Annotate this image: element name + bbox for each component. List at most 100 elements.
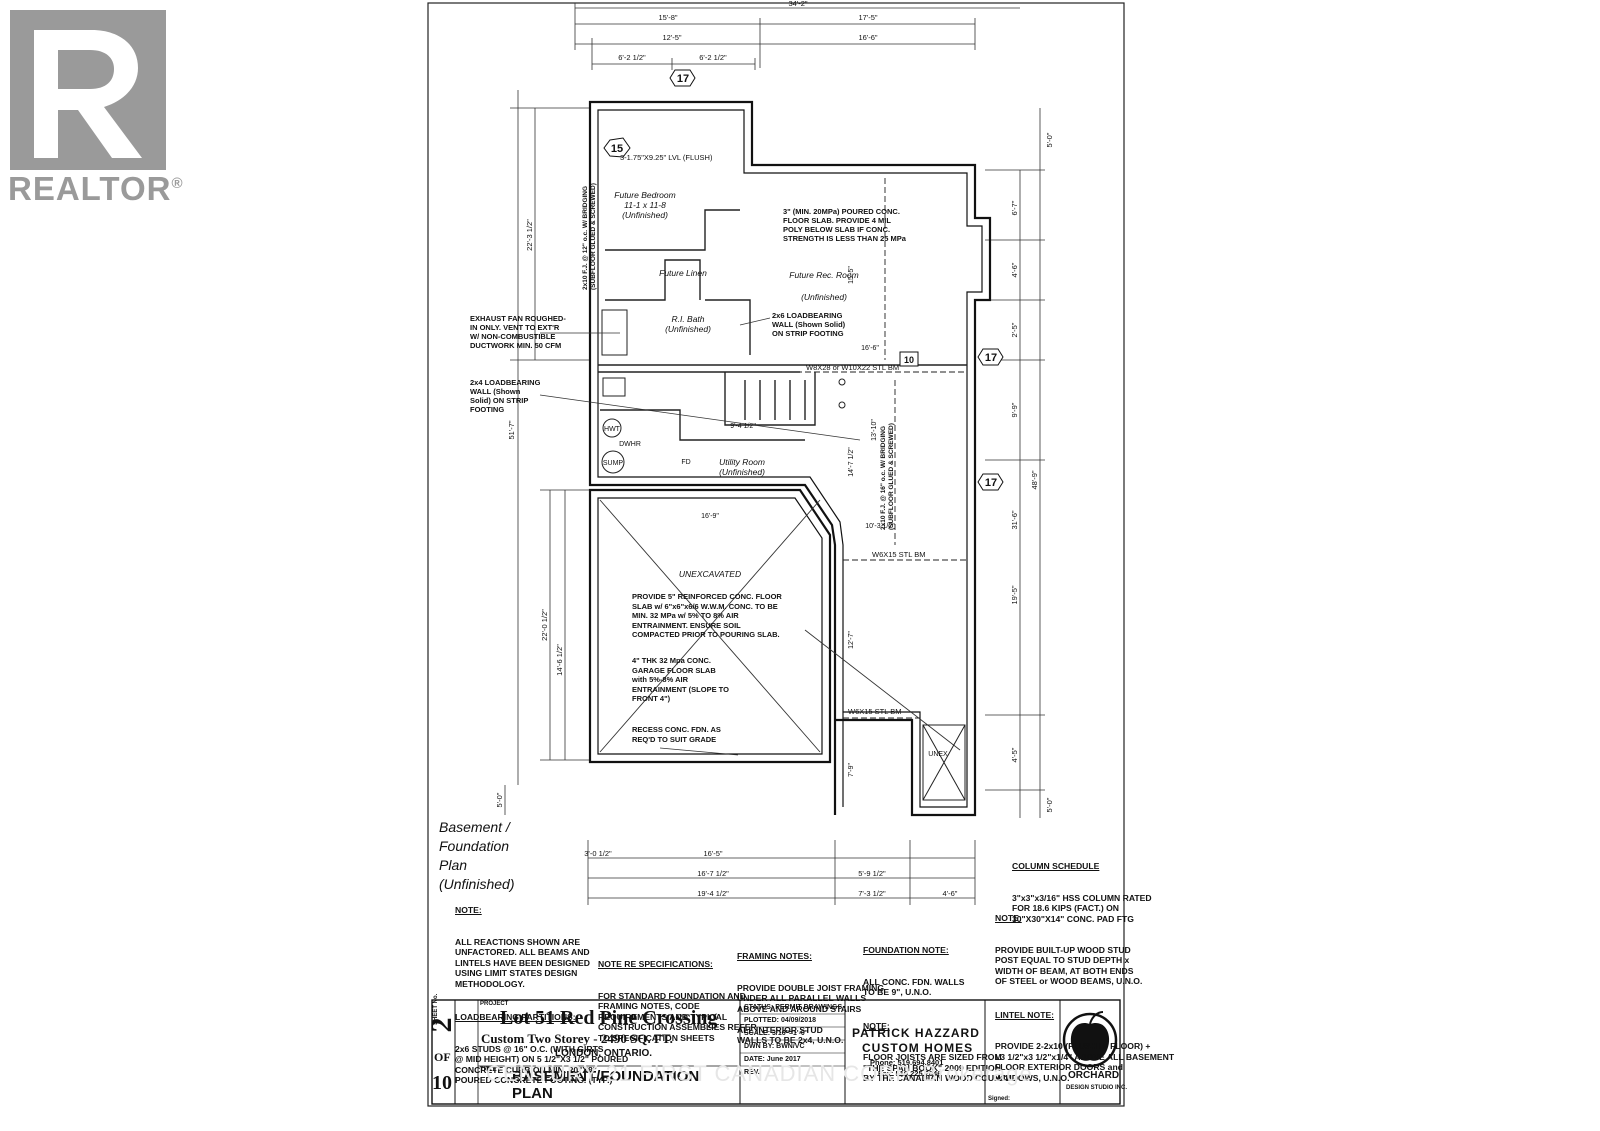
callout-garage-slab: PROVIDE 5" REINFORCED CONC. FLOOR SLAB w…: [632, 592, 782, 639]
tb-drawn: DWN BY: BWN/VC: [744, 1043, 805, 1050]
dim-inner-6: 13'-10": [871, 419, 878, 441]
label-dwhr: DWHR: [619, 441, 641, 448]
dim-bottom-3: 16'-7 1/2": [697, 869, 729, 878]
dim-left-2: 51'-7": [507, 420, 516, 439]
dim-right-8: 19'-5": [1010, 585, 1019, 604]
realtor-wordmark: REALTOR®: [8, 170, 184, 207]
dim-bottom-5: 19'-4 1/2": [697, 889, 729, 898]
section-tags: [603, 69, 1004, 491]
plan-label: Basement / Foundation Plan (Unfinished): [439, 819, 515, 892]
dim-inner-5: 16'-6": [861, 345, 879, 352]
tag-17-right-1: 17: [985, 352, 997, 364]
dim-right-2: 6'-7": [1010, 200, 1019, 215]
dim-inner-3: 14'-7 1/2": [848, 447, 855, 477]
builder-name: PATRICK HAZZARD: [852, 1026, 980, 1040]
dim-bottom-7: 4'-6": [943, 889, 958, 898]
tb-scale: SCALE: 3/16"=1'-0": [744, 1030, 809, 1037]
tb-rev: REV.: [744, 1069, 760, 1076]
dim-top-3: 12'-5": [662, 33, 681, 42]
callout-slab: 3" (MIN. 20MPa) POURED CONC. FLOOR SLAB.…: [783, 207, 906, 243]
unexcavated-area: [599, 499, 961, 753]
drawing-title: BASEMENT/FOUNDATION PLAN: [512, 1068, 700, 1102]
room-unexcavated: UNEXCAVATED: [679, 569, 741, 579]
callout-recess: RECESS CONC. FDN. AS REQ'D TO SUIT GRADE: [632, 725, 721, 744]
dim-right-10: 5'-0": [1045, 797, 1054, 812]
dim-top-6: 6'-2 1/2": [699, 53, 727, 62]
sheet-of: OF: [434, 1050, 451, 1064]
callout-garage-floor: 4" THK 32 Mpa CONC. GARAGE FLOOR SLAB wi…: [632, 656, 729, 703]
dim-inner-9: 7'-9": [848, 763, 855, 777]
dim-right-1: 5'-0": [1045, 132, 1054, 147]
sump-icon: [601, 450, 625, 474]
label-beam-3: W6X15 STL BM: [848, 707, 902, 716]
designer-name: ORCHARD: [1068, 1070, 1120, 1081]
tb-plotted: PLOTTED: 04/09/2018: [744, 1017, 816, 1024]
callout-joists-12: 2x10 F.J. @ 12" o.c. W/ BRIDGING (SUBFLO…: [582, 183, 597, 290]
note-column-schedule: COLUMN SCHEDULE 3"x3"x3/16" HSS COLUMN R…: [1012, 861, 1152, 924]
label-hwt: HWT: [604, 426, 621, 433]
dim-inner-7: 12'-7": [848, 631, 855, 649]
dim-right-9: 4'-5": [1010, 747, 1019, 762]
note-foundation: FOUNDATION NOTE: ALL CONC. FDN. WALLS TO…: [863, 945, 1017, 1083]
note-general: NOTE: ALL REACTIONS SHOWN ARE UNFACTORED…: [455, 905, 629, 1085]
room-linen: Future Linen: [659, 268, 707, 278]
dim-top-overall: 34'-2": [788, 0, 807, 8]
builder-subname: CUSTOM HOMES: [862, 1041, 974, 1055]
tag-17-right-2: 17: [985, 477, 997, 489]
note-stud: NOTE: PROVIDE BUILT-UP WOOD STUD POST EQ…: [995, 913, 1175, 1083]
designer-sub: DESIGN STUDIO INC.: [1066, 1085, 1128, 1091]
foundation-walls: [588, 100, 992, 817]
builder-phone: Phone: 519.694.8401: [870, 1058, 944, 1067]
right-dimensions: [985, 108, 1045, 818]
note-specifications: NOTE RE SPECIFICATIONS: FOR STANDARD FOU…: [598, 959, 757, 1043]
realtor-logo-icon: [10, 10, 166, 170]
label-fd: FD: [681, 459, 690, 466]
builder-fax: Fax: 519.225.2046: [878, 1069, 942, 1078]
callout-loadbearing-2x4: 2x4 LOADBEARING WALL (Shown Solid) ON ST…: [470, 378, 541, 414]
room-rec-room: Future Rec. Room: [789, 270, 858, 280]
room-future-bedroom: Future Bedroom: [614, 190, 675, 200]
label-unex: UNEX: [928, 751, 948, 758]
callout-exhaust: EXHAUST FAN ROUGHED-IN ONLY. VENT TO EXT…: [470, 314, 566, 350]
room-rec-room-note: (Unfinished): [801, 292, 847, 302]
room-utility: Utility Room: [719, 457, 765, 467]
label-lvl: 3-1.75"X9.25" LVL (FLUSH): [620, 153, 713, 162]
steel-beams: [598, 178, 967, 719]
top-dimensions: [574, 3, 1020, 70]
label-beam-2: W6X15 STL BM: [872, 550, 926, 559]
dim-inner-8: 15'-5": [848, 266, 855, 284]
sheet-border: [427, 2, 1125, 1107]
bottom-dimensions: [587, 840, 976, 905]
dim-right-6: 48'-9": [1030, 470, 1039, 489]
dim-top-5: 6'-2 1/2": [618, 53, 646, 62]
dim-bottom-1: 3'-0 1/2": [584, 849, 612, 858]
title-block-frame: [431, 999, 1121, 1105]
dim-left-5: 5'-0": [495, 792, 504, 807]
dim-bottom-2: 16'-5": [703, 849, 722, 858]
dim-left-1: 22'-3 1/2": [525, 219, 534, 251]
dim-right-5: 9'-9": [1010, 402, 1019, 417]
label-sump: SUMP: [603, 460, 624, 467]
dim-bottom-6: 7'-3 1/2": [858, 889, 886, 898]
orchard-apple-icon: [1062, 1011, 1118, 1068]
room-utility-note: (Unfinished): [719, 467, 765, 477]
dim-right-4: 2'-5": [1010, 322, 1019, 337]
room-future-bedroom-note: (Unfinished): [622, 210, 668, 220]
dim-left-3: 22'-0 1/2": [540, 609, 549, 641]
dim-top-2: 17'-5": [858, 13, 877, 22]
room-bath: R.I. Bath: [671, 314, 704, 324]
callout-loadbearing-2x6: 2x6 LOADBEARING WALL (Shown Solid) ON ST…: [772, 311, 846, 338]
tag-17-top: 17: [677, 73, 689, 85]
left-dimensions: [504, 90, 590, 815]
room-future-bedroom-size: 11-1 x 11-8: [624, 200, 666, 210]
dim-right-7: 31'-6": [1010, 510, 1019, 529]
project-subtitle: Custom Two Storey - 2490 SQ. FT.: [481, 1031, 673, 1046]
tb-status: STATUS: PERMIT DRAWINGS: [744, 1004, 843, 1011]
tag-10: 10: [904, 355, 914, 365]
callout-leaders: [539, 317, 861, 756]
tb-signed: Signed:: [988, 1096, 1010, 1102]
note-framing: FRAMING NOTES: PROVIDE DOUBLE JOIST FRAM…: [737, 951, 885, 1045]
dim-top-1: 15'-8": [658, 13, 677, 22]
